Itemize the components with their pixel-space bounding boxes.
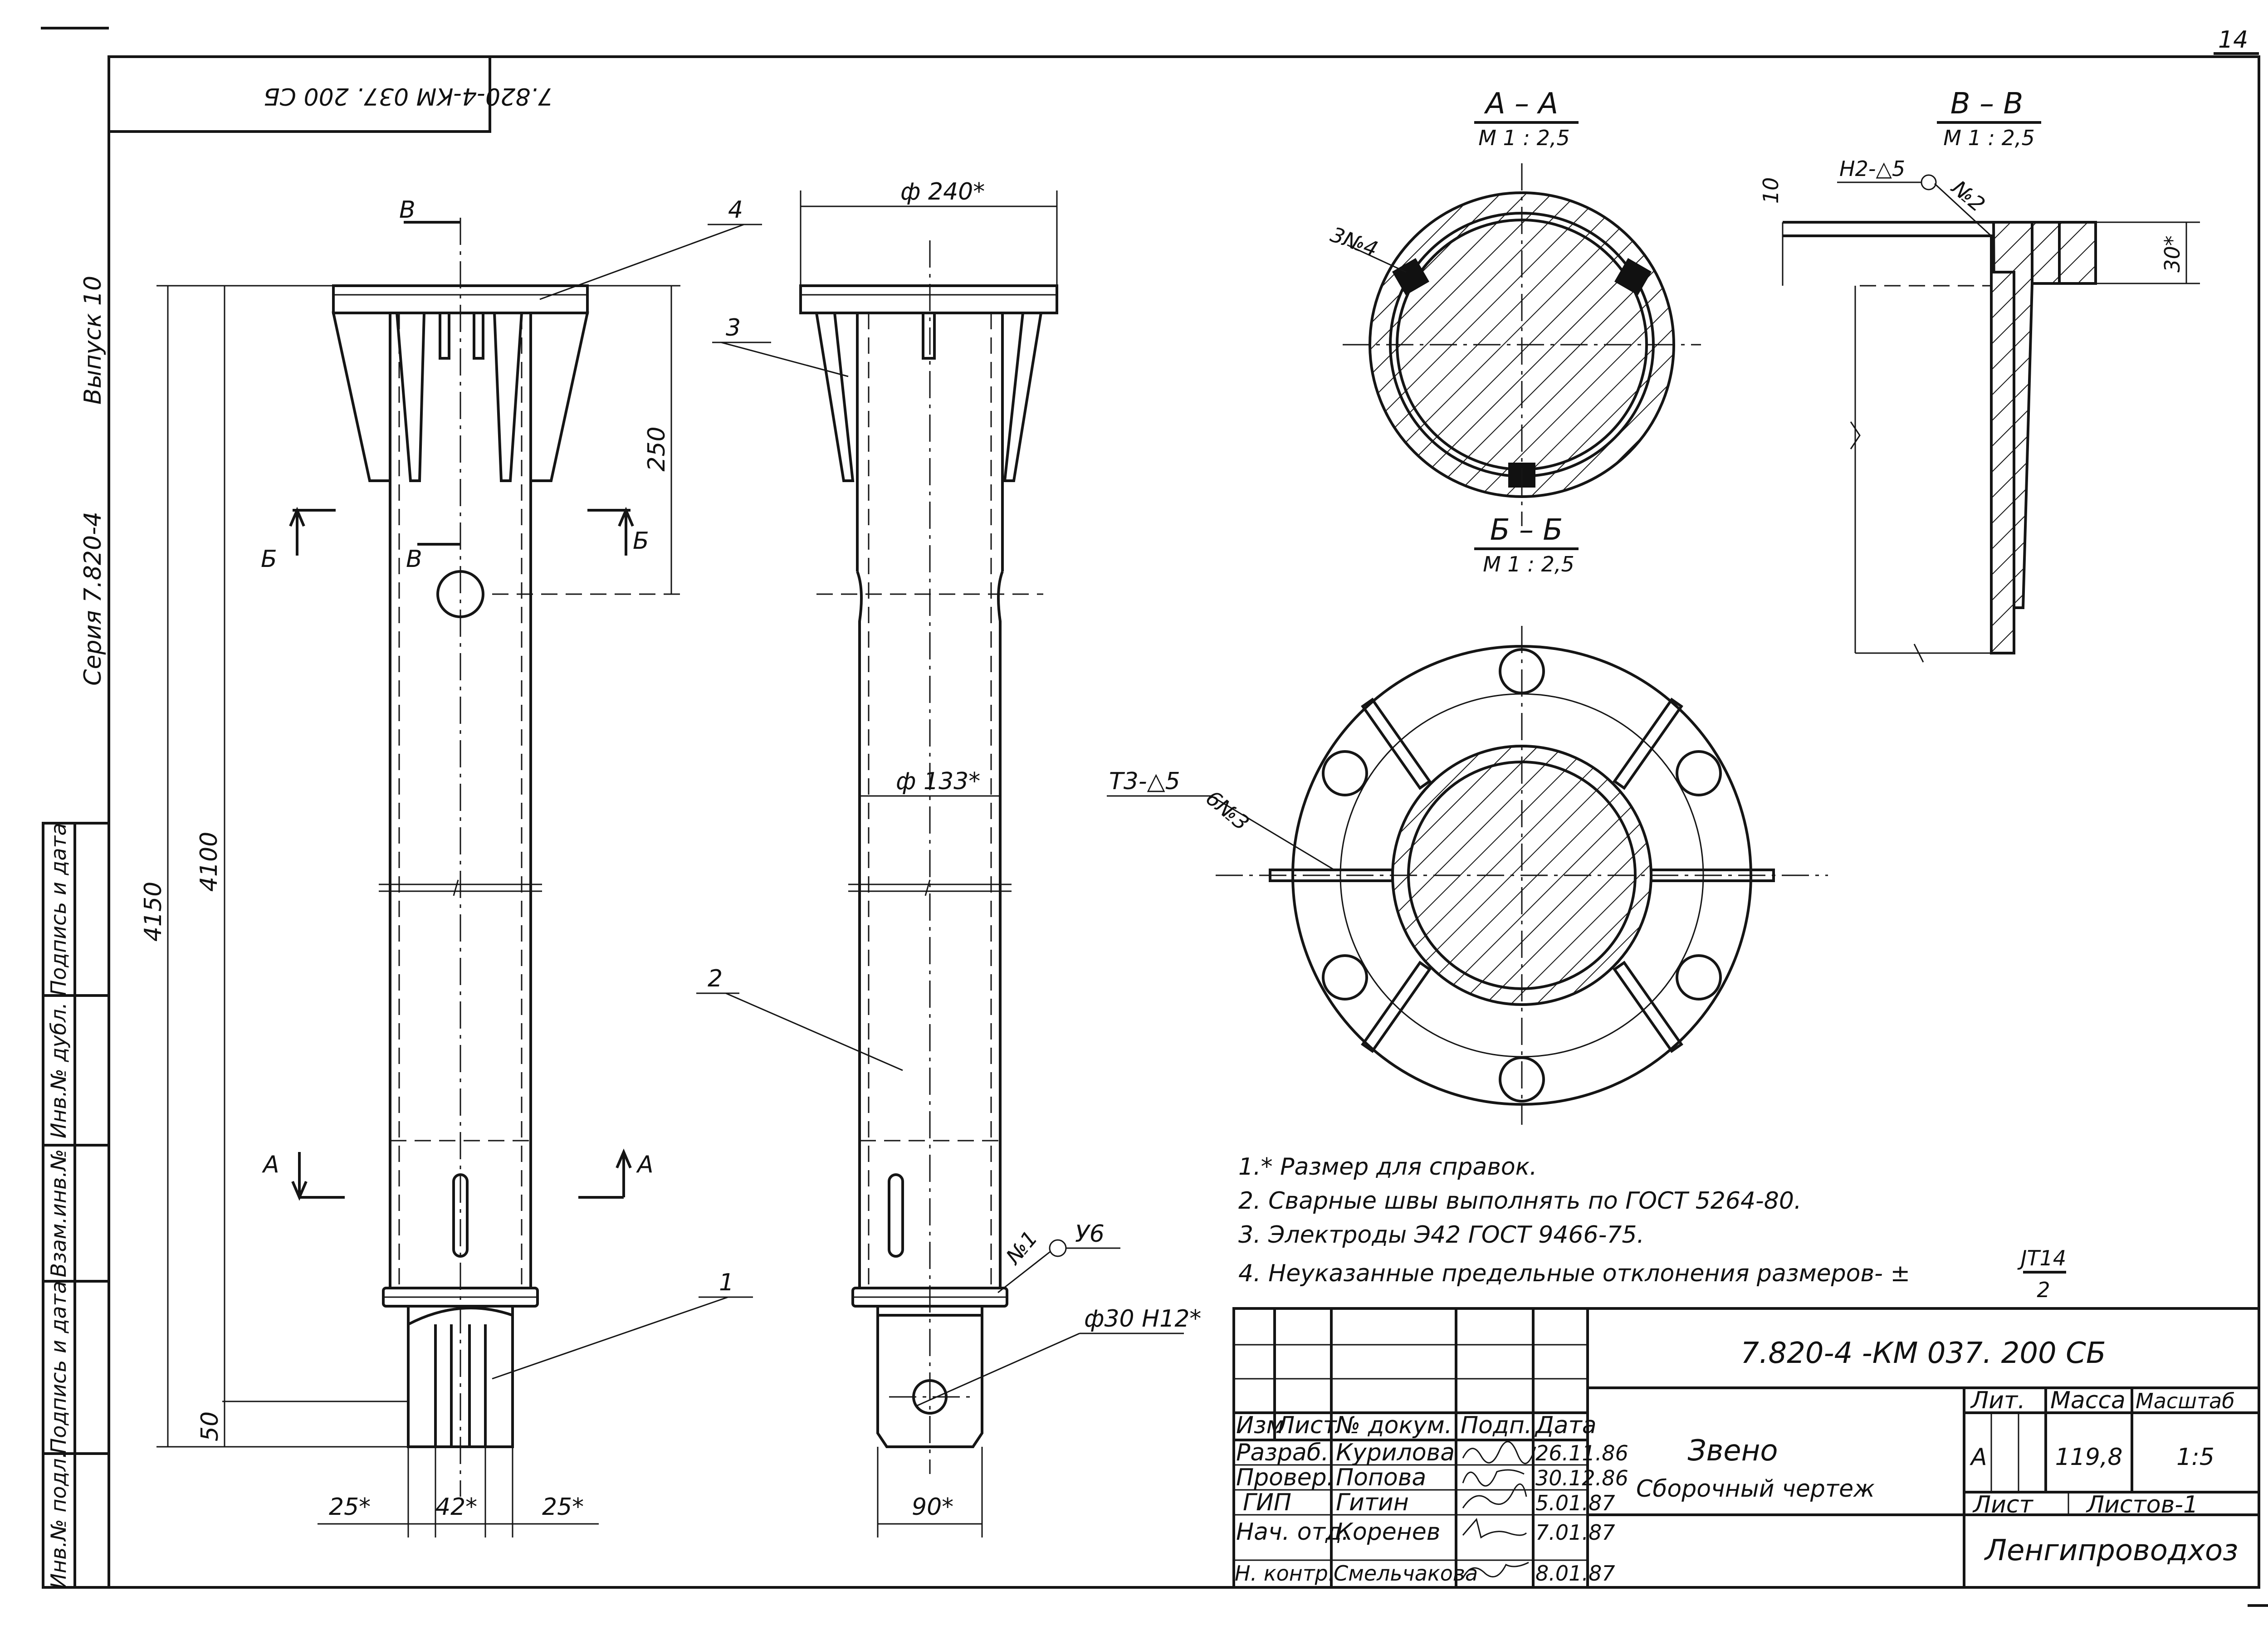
- sheet-number: 14: [2218, 26, 2248, 54]
- dim-10: 10: [1759, 177, 1783, 204]
- series-label: Серия 7.820-4: [79, 512, 107, 686]
- row-date-2: 30.12.86: [1535, 1466, 1628, 1490]
- weld-n2: №2: [1946, 175, 1990, 217]
- row-name-3: Гитин: [1336, 1489, 1409, 1516]
- dia-pipe: ф 133*: [896, 768, 980, 795]
- headers-doc: № докум.: [1334, 1412, 1452, 1439]
- dim-4150: 4150: [140, 882, 167, 942]
- row-name-4: Коренев: [1336, 1518, 1440, 1546]
- row-name-5: Смельчакова: [1334, 1561, 1478, 1586]
- dia-hole: ф30 Н12*: [1084, 1305, 1201, 1332]
- section-a-right: А: [636, 1151, 654, 1178]
- issue-label: Выпуск 10: [79, 276, 107, 405]
- row-date-4: 7.01.87: [1535, 1520, 1615, 1545]
- designation: 7.820-4 -КМ 037. 200 СБ: [1740, 1337, 2106, 1370]
- headers-date: Дата: [1535, 1412, 1597, 1439]
- section-b-mark-lower: В: [406, 546, 422, 573]
- row-date-1: 26.11.86: [1535, 1441, 1628, 1465]
- dia-flange: ф 240*: [900, 178, 985, 205]
- margin-field-5: Инв.№ подл.: [46, 1452, 71, 1589]
- position-1: 1: [719, 1269, 734, 1296]
- weld-6n3: 6№3: [1201, 786, 1254, 835]
- organization: Ленгипроводхоз: [1984, 1534, 2238, 1567]
- row-role-1: Разраб.: [1236, 1439, 1329, 1466]
- mass-label: Масса: [2050, 1387, 2126, 1414]
- row-role-3: ГИП: [1243, 1489, 1291, 1516]
- scale-value: 1:5: [2176, 1444, 2214, 1471]
- dim-25-right: 25*: [542, 1493, 584, 1521]
- section-b-right: Б: [633, 527, 649, 555]
- signature-4: [1462, 1518, 1527, 1539]
- section-a-left: А: [262, 1151, 279, 1178]
- headers-list: Лист: [1276, 1412, 1337, 1439]
- name-line1: Звено: [1687, 1434, 1778, 1468]
- signature-2: [1462, 1469, 1525, 1487]
- row-role-2: Провер.: [1236, 1464, 1334, 1491]
- note-2: 2. Сварные швы выполнять по ГОСТ 5264-80…: [1238, 1187, 1802, 1215]
- section-aa-title: А – А: [1484, 87, 1558, 121]
- section-bb-scale: М 1 : 2,5: [1483, 552, 1574, 576]
- note-4: 4. Неуказанные предельные отклонения раз…: [1238, 1260, 1910, 1287]
- section-vv-scale: М 1 : 2,5: [1943, 126, 2034, 150]
- note-1: 1.* Размер для справок.: [1238, 1153, 1537, 1181]
- headers-izm: Изм: [1236, 1412, 1284, 1439]
- section-b-b: Б – Б М 1 : 2,5 Т3-△5 6№3: [1107, 513, 1828, 1125]
- mass-value: 119,8: [2055, 1444, 2123, 1471]
- section-b-left: Б: [261, 546, 277, 573]
- lit-value: А: [1970, 1444, 1987, 1471]
- row-date-3: 5.01.87: [1535, 1491, 1615, 1515]
- section-vv-title: В – В: [1950, 87, 2024, 121]
- weld-t3: Т3-△5: [1109, 768, 1180, 795]
- dim-250: 250: [643, 426, 670, 471]
- left-margin: Выпуск 10 Серия 7.820-4 Подпись и дата И…: [42, 276, 110, 1589]
- name-line2: Сборочный чертеж: [1636, 1475, 1875, 1503]
- front-view: В В Б Б А А 4150 4100 50 250 25* 42*: [140, 196, 762, 1537]
- position-4: 4: [728, 196, 743, 224]
- row-date-5: 8.01.87: [1535, 1561, 1615, 1586]
- position-3: 3: [726, 314, 741, 342]
- margin-field-3: Взам.инв.№: [46, 1149, 71, 1277]
- dim-90: 90*: [912, 1493, 953, 1521]
- weld-h2: Н2-△5: [1839, 156, 1905, 181]
- dim-4100: 4100: [196, 832, 223, 892]
- weld-3n4: 3№4: [1327, 222, 1381, 262]
- row-role-5: Н. контр.: [1235, 1561, 1334, 1586]
- signature-3: [1462, 1483, 1527, 1508]
- corner-stamp: 7.820-4-КМ 037. 200 СБ: [108, 55, 553, 133]
- dim-50: 50: [196, 1411, 224, 1441]
- weld-code-u6: У6: [1075, 1220, 1105, 1248]
- dim-30: 30*: [2160, 235, 2185, 273]
- section-v-v: В – В М 1 : 2,5 10 30* Н2-△5 №2: [1759, 87, 2200, 663]
- sheets-label: Листов-1: [2086, 1491, 2198, 1518]
- section-bb-title: Б – Б: [1490, 513, 1563, 547]
- dim-42: 42*: [435, 1493, 477, 1521]
- section-aa-scale: М 1 : 2,5: [1478, 126, 1569, 150]
- row-role-4: Нач. отд.: [1236, 1518, 1349, 1546]
- scale-label: Масштаб: [2136, 1389, 2235, 1413]
- signature-1: [1462, 1441, 1536, 1464]
- corner-stamp-text: 7.820-4-КМ 037. 200 СБ: [264, 83, 553, 110]
- margin-field-1: Подпись и дата: [46, 823, 71, 996]
- position-2: 2: [708, 965, 723, 992]
- lit-label: Лит.: [1970, 1387, 2025, 1414]
- sheet-label: Лист: [1972, 1491, 2033, 1518]
- notes-block: 1.* Размер для справок. 2. Сварные швы в…: [1238, 1153, 2066, 1302]
- section-a-a: А – А М 1 : 2,5 3№4: [1327, 87, 1701, 526]
- margin-field-2: Инв.№ дубл.: [46, 1002, 71, 1138]
- signature-5: [1462, 1562, 1529, 1579]
- dim-25-left: 25*: [329, 1493, 371, 1521]
- side-view: ф 240* ф 133* 90* ф30 Н12* 3 2 №1 У6: [696, 178, 1201, 1537]
- title-block: 7.820-4 -КМ 037. 200 СБ Изм Лист № докум…: [1232, 1307, 2260, 1589]
- row-name-2: Попова: [1336, 1464, 1426, 1491]
- note-4-denominator: 2: [2037, 1278, 2050, 1302]
- note-3: 3. Электроды Э42 ГОСТ 9466-75.: [1238, 1221, 1644, 1249]
- margin-field-4: Подпись и дата: [46, 1281, 71, 1454]
- headers-sign: Подп.: [1461, 1412, 1532, 1439]
- row-name-1: Курилова: [1336, 1439, 1455, 1466]
- section-b-mark-top: В: [399, 196, 415, 224]
- note-4-numerator: JT14: [2017, 1246, 2066, 1270]
